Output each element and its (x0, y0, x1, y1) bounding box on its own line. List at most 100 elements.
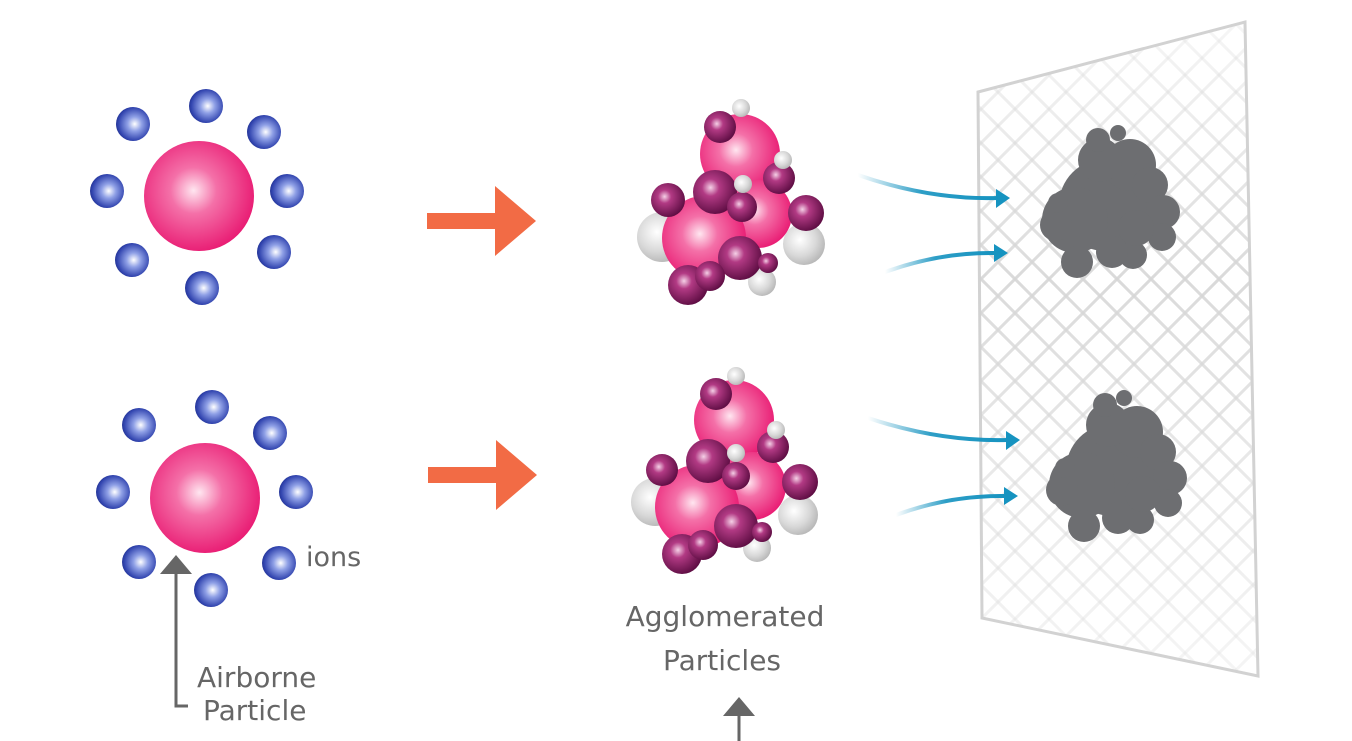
ion (247, 115, 281, 149)
mesh-line (1280, 0, 1352, 700)
agglomerate-dark (782, 464, 818, 500)
mesh-line (978, 22, 1258, 676)
agglomerate-gray (732, 99, 750, 117)
mesh-line (978, 22, 1194, 676)
agglomerate-dark (757, 431, 789, 463)
ion (194, 573, 228, 607)
mesh-line (978, 22, 1258, 676)
filter-frame (976, 20, 1260, 678)
mesh-line (978, 22, 1126, 676)
filter-panel (0, 0, 1352, 700)
mesh-line (978, 22, 1258, 676)
agglomerate-dark (693, 170, 737, 214)
agglomerate-dark (718, 236, 762, 280)
mesh-line (16, 0, 716, 700)
agglomerate-dark (763, 162, 795, 194)
mesh-line (978, 22, 1258, 676)
mesh-line (978, 22, 1160, 676)
ion (257, 235, 291, 269)
airborne-particle-top (144, 141, 254, 251)
ion (270, 174, 304, 208)
agglomerate-dark (727, 192, 757, 222)
mesh-line (978, 22, 1258, 676)
mesh-line (978, 22, 1258, 676)
agglomerate-gray (774, 151, 792, 169)
ion (96, 475, 130, 509)
arrow-up-icon (723, 697, 755, 716)
airborne-particle-bottom (150, 443, 260, 553)
agglomerate-gray (783, 223, 825, 265)
mesh-line (978, 22, 1132, 676)
agglomerated-label-line2: Particles (663, 644, 781, 677)
mesh-line (1314, 0, 1352, 700)
ion (185, 271, 219, 305)
mesh-line (1176, 22, 1258, 676)
ion (122, 408, 156, 442)
mesh-line (1074, 22, 1258, 676)
agglomerate-dark (695, 261, 725, 291)
airborne-label-line1: Airborne (197, 661, 316, 694)
mesh-line (978, 22, 1258, 676)
mesh-line (978, 22, 1258, 676)
mesh-line (1040, 22, 1258, 676)
ion (189, 89, 223, 123)
agglomerate-dark (722, 462, 750, 490)
agglomerated-particle-top (637, 99, 825, 305)
agglomerate-gray (727, 367, 745, 385)
mesh-line (978, 22, 996, 676)
mesh-line (1068, 22, 1258, 676)
ion (195, 390, 229, 424)
arrow-right-icon (427, 186, 536, 256)
mesh-line (978, 22, 1258, 676)
ion (279, 475, 313, 509)
ion (262, 546, 296, 580)
mesh-line (978, 22, 1258, 676)
mesh-line (1170, 22, 1258, 676)
ion (122, 545, 156, 579)
ion (90, 174, 124, 208)
mesh-line (978, 22, 990, 676)
mesh-line (0, 0, 682, 700)
agglomerated-particle-bottom (631, 367, 818, 574)
curved-arrow-icon (1004, 487, 1018, 505)
airflow-arrows-top (856, 173, 1010, 274)
agglomerate-dark (752, 522, 772, 542)
agglomerate-dark (651, 183, 685, 217)
mesh-line (978, 22, 1258, 676)
agglomerate-dark (788, 195, 824, 231)
ion (115, 243, 149, 277)
mesh-line (978, 22, 1258, 676)
mesh-line (1348, 0, 1352, 700)
agglomerate-gray (748, 268, 776, 296)
mesh-line (1000, 22, 1258, 676)
captured-particle-top (1040, 125, 1180, 278)
mesh-line (254, 0, 954, 700)
agglomerate-dark (700, 378, 732, 410)
mesh-line (978, 22, 1258, 676)
mesh-line (978, 22, 1058, 676)
curved-arrow-icon (996, 189, 1010, 208)
mesh-line (50, 0, 750, 700)
agglomerate-dark (646, 454, 678, 486)
arrow-up-icon (160, 555, 192, 574)
agglomerate-gray (727, 444, 745, 462)
mesh-line (978, 22, 1258, 676)
agglomerated-pointer (723, 697, 755, 741)
mesh-line (978, 22, 1200, 676)
captured-particle-bottom (1046, 390, 1187, 542)
ionized-particle-top (90, 89, 304, 305)
mesh-line (0, 0, 614, 700)
mesh-line (1210, 22, 1258, 676)
mesh-line (978, 22, 1258, 676)
mesh-line (260, 0, 960, 700)
agglomerate-gray (767, 421, 785, 439)
mesh-line (186, 0, 886, 700)
mesh-line (978, 22, 1258, 676)
mesh-line (1136, 22, 1258, 676)
mesh-line (0, 0, 580, 700)
mesh-line (1274, 0, 1352, 700)
agglomerate-dark (686, 439, 730, 483)
agglomerated-label-line1: Agglomerated (626, 600, 825, 633)
agglomerate-gray (778, 495, 818, 535)
